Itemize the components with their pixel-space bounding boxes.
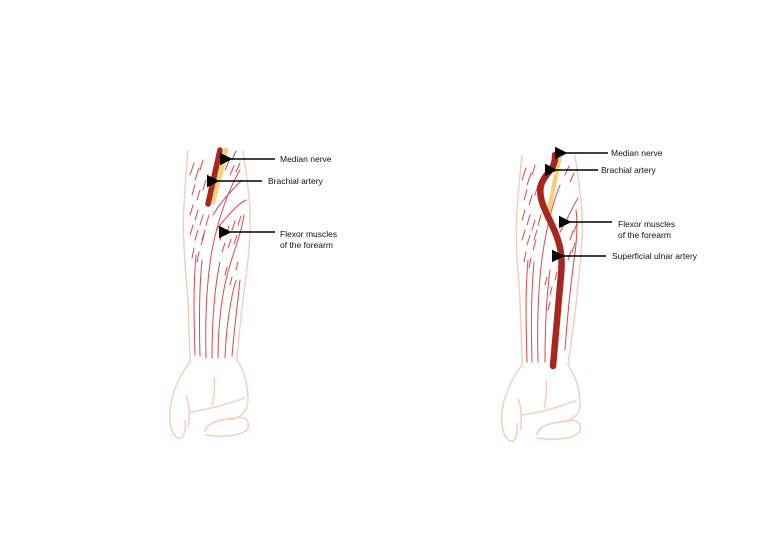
left-label-flexor-muscles: Flexor muscles of the forearm (280, 229, 338, 250)
right-label-brachial-artery: Brachial artery (601, 165, 656, 175)
right-muscle-fibers (521, 164, 579, 363)
right-pointer-arrows (544, 146, 612, 263)
left-pointer-arrows (206, 152, 275, 239)
left-label-median-nerve: Median nerve (280, 154, 332, 164)
left-skin-outline (169, 149, 251, 439)
right-label-flexor-muscles: Flexor muscles of the forearm (618, 219, 676, 240)
right-forearm-illustration (501, 146, 612, 442)
right-label-median-nerve: Median nerve (611, 148, 663, 158)
right-label-superficial-ulnar-artery: Superficial ulnar artery (612, 251, 698, 261)
right-median-nerve (546, 152, 563, 213)
left-forearm-illustration (169, 147, 275, 439)
right-superficial-ulnar-artery (537, 151, 565, 370)
right-skin-outline (501, 154, 583, 442)
left-label-brachial-artery: Brachial artery (268, 176, 323, 186)
